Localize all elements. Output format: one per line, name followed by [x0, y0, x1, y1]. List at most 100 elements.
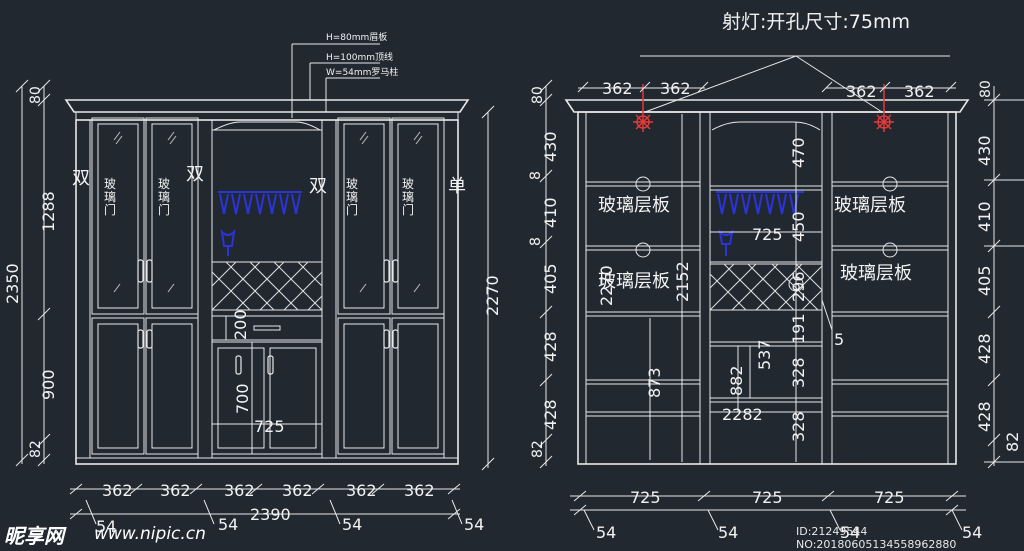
wine-glass-rack — [218, 191, 302, 256]
dim-2282: 2282 — [722, 405, 763, 424]
dim-left-2350: 2350 — [3, 263, 22, 304]
lower-door-1 — [91, 317, 145, 455]
bar-arch — [213, 121, 321, 131]
right-crown — [564, 99, 970, 113]
drawer — [211, 315, 323, 341]
dim-bottom-362-2: 362 — [160, 481, 191, 500]
note-eyebrow: H=80mm眉板 — [326, 31, 387, 43]
left-vertical-dims — [15, 79, 51, 467]
dim-overall-2390: 2390 — [250, 505, 291, 524]
glass-door-label-3: 玻璃门 — [346, 177, 358, 217]
dim-bottom-362-1: 362 — [102, 481, 133, 500]
dim-bottom-362-5: 362 — [346, 481, 377, 500]
dim-r-pillar-54-2: 54 — [718, 523, 738, 542]
dim-bottom-362-4: 362 — [282, 481, 313, 500]
dim-cabinet-700: 700 — [233, 383, 252, 414]
glass-door-3 — [337, 117, 391, 315]
left-elevation — [64, 99, 470, 465]
dim-left-82: 82 — [28, 440, 44, 458]
lower-door-3 — [337, 317, 391, 455]
label-double-2: 双 — [186, 164, 204, 185]
note-leader-left — [644, 55, 797, 113]
lower-door-4 — [391, 317, 445, 455]
dim-r-right-428a: 428 — [975, 333, 994, 364]
dim-top-362-3: 362 — [846, 82, 877, 101]
dim-r-left-428b: 428 — [541, 399, 560, 430]
dim-537: 537 — [755, 339, 774, 370]
dim-882: 882 — [727, 365, 746, 396]
glass-door-1 — [91, 117, 145, 315]
lower-door-2 — [145, 317, 199, 455]
dim-r-left-8a: 8 — [528, 171, 544, 180]
dim-r-right-410: 410 — [975, 201, 994, 232]
dim-725-inner: 725 — [752, 225, 783, 244]
watermark-url: www.nipic.cn — [94, 524, 206, 544]
dim-left-1288: 1288 — [39, 191, 58, 232]
dim-left-900: 900 — [39, 369, 58, 400]
dim-r-right-430: 430 — [975, 135, 994, 166]
left-crown — [64, 99, 470, 113]
dim-r-left-82: 82 — [530, 440, 546, 458]
glass-door-4 — [391, 117, 445, 315]
dim-bottom-362-3: 362 — [224, 481, 255, 500]
dim-873: 873 — [645, 367, 664, 398]
note-crown: H=100mm顶线 — [326, 51, 393, 63]
dim-191: 191 — [789, 313, 808, 344]
dim-pillar-54-2: 54 — [218, 515, 238, 534]
dim-pillar-54-1: 54 — [96, 517, 116, 536]
right-left-vertical-dims — [539, 79, 553, 469]
right-right-vertical-dims — [984, 86, 1024, 469]
dim-r-pillar-54-4: 54 — [962, 523, 982, 542]
label-single: 单 — [448, 176, 466, 197]
pillar-1 — [75, 119, 91, 459]
dim-328b: 328 — [789, 411, 808, 442]
dim-gap-5: 5 — [834, 330, 844, 349]
shelf-label-3: 玻璃层板 — [834, 195, 906, 216]
note-column: W=54mm罗马柱 — [326, 66, 398, 78]
dim-r-left-430: 430 — [541, 131, 560, 162]
pillar-3 — [321, 119, 337, 459]
watermark-id: ID:21249544 NO:20180605134558962880 — [796, 525, 957, 551]
dim-2152: 2152 — [673, 261, 692, 302]
dim-r-pillar-54-3: 54 — [840, 523, 860, 542]
dim-r-right-428b: 428 — [975, 401, 994, 432]
dim-r-right-82: 82 — [1003, 432, 1022, 452]
label-double-3: 双 — [309, 176, 327, 197]
dim-2270-inner: 2270 — [597, 265, 616, 306]
dim-top-362-1: 362 — [602, 79, 633, 98]
dim-r-left-405: 405 — [541, 263, 560, 294]
dim-pillar-54-4: 54 — [464, 515, 484, 534]
dim-450: 450 — [789, 211, 808, 242]
pillar-4 — [443, 119, 459, 459]
note-leader-right — [795, 55, 883, 113]
shelf-label-4: 玻璃层板 — [840, 263, 912, 284]
right-bottom-dims — [570, 490, 966, 531]
left-body — [75, 119, 459, 465]
watermark-logo: 昵享网 — [4, 524, 64, 548]
dim-r-left-8b: 8 — [528, 237, 544, 246]
dim-r-left-80: 80 — [530, 86, 546, 104]
right-elevation — [564, 84, 970, 465]
dim-pillar-54-3: 54 — [342, 515, 362, 534]
glass-door-labels: 玻璃门 玻璃门 玻璃门 玻璃门 — [104, 177, 414, 217]
bar-cabinet — [211, 341, 323, 455]
right-top-dims — [577, 81, 957, 93]
glass-door-2 — [145, 117, 199, 315]
left-bottom-dims — [69, 483, 463, 525]
dim-bottom-725-1: 725 — [630, 488, 661, 507]
dim-r-left-410: 410 — [541, 197, 560, 228]
dim-top-362-2: 362 — [660, 79, 691, 98]
dim-296: 296 — [789, 271, 808, 302]
glass-door-label-2: 玻璃门 — [158, 177, 170, 217]
dim-drawer-200: 200 — [231, 309, 250, 340]
dim-bottom-725-3: 725 — [874, 488, 905, 507]
dim-left-80: 80 — [28, 86, 44, 104]
glass-door-label-4: 玻璃门 — [402, 177, 414, 217]
dim-r-left-428a: 428 — [541, 331, 560, 362]
spotlight-note: 射灯:开孔尺寸:75mm — [722, 11, 910, 33]
dim-bottom-725-2: 725 — [752, 488, 783, 507]
dim-470: 470 — [789, 137, 808, 168]
dim-right-2270: 2270 — [483, 275, 502, 316]
dim-r-right-405: 405 — [975, 265, 994, 296]
